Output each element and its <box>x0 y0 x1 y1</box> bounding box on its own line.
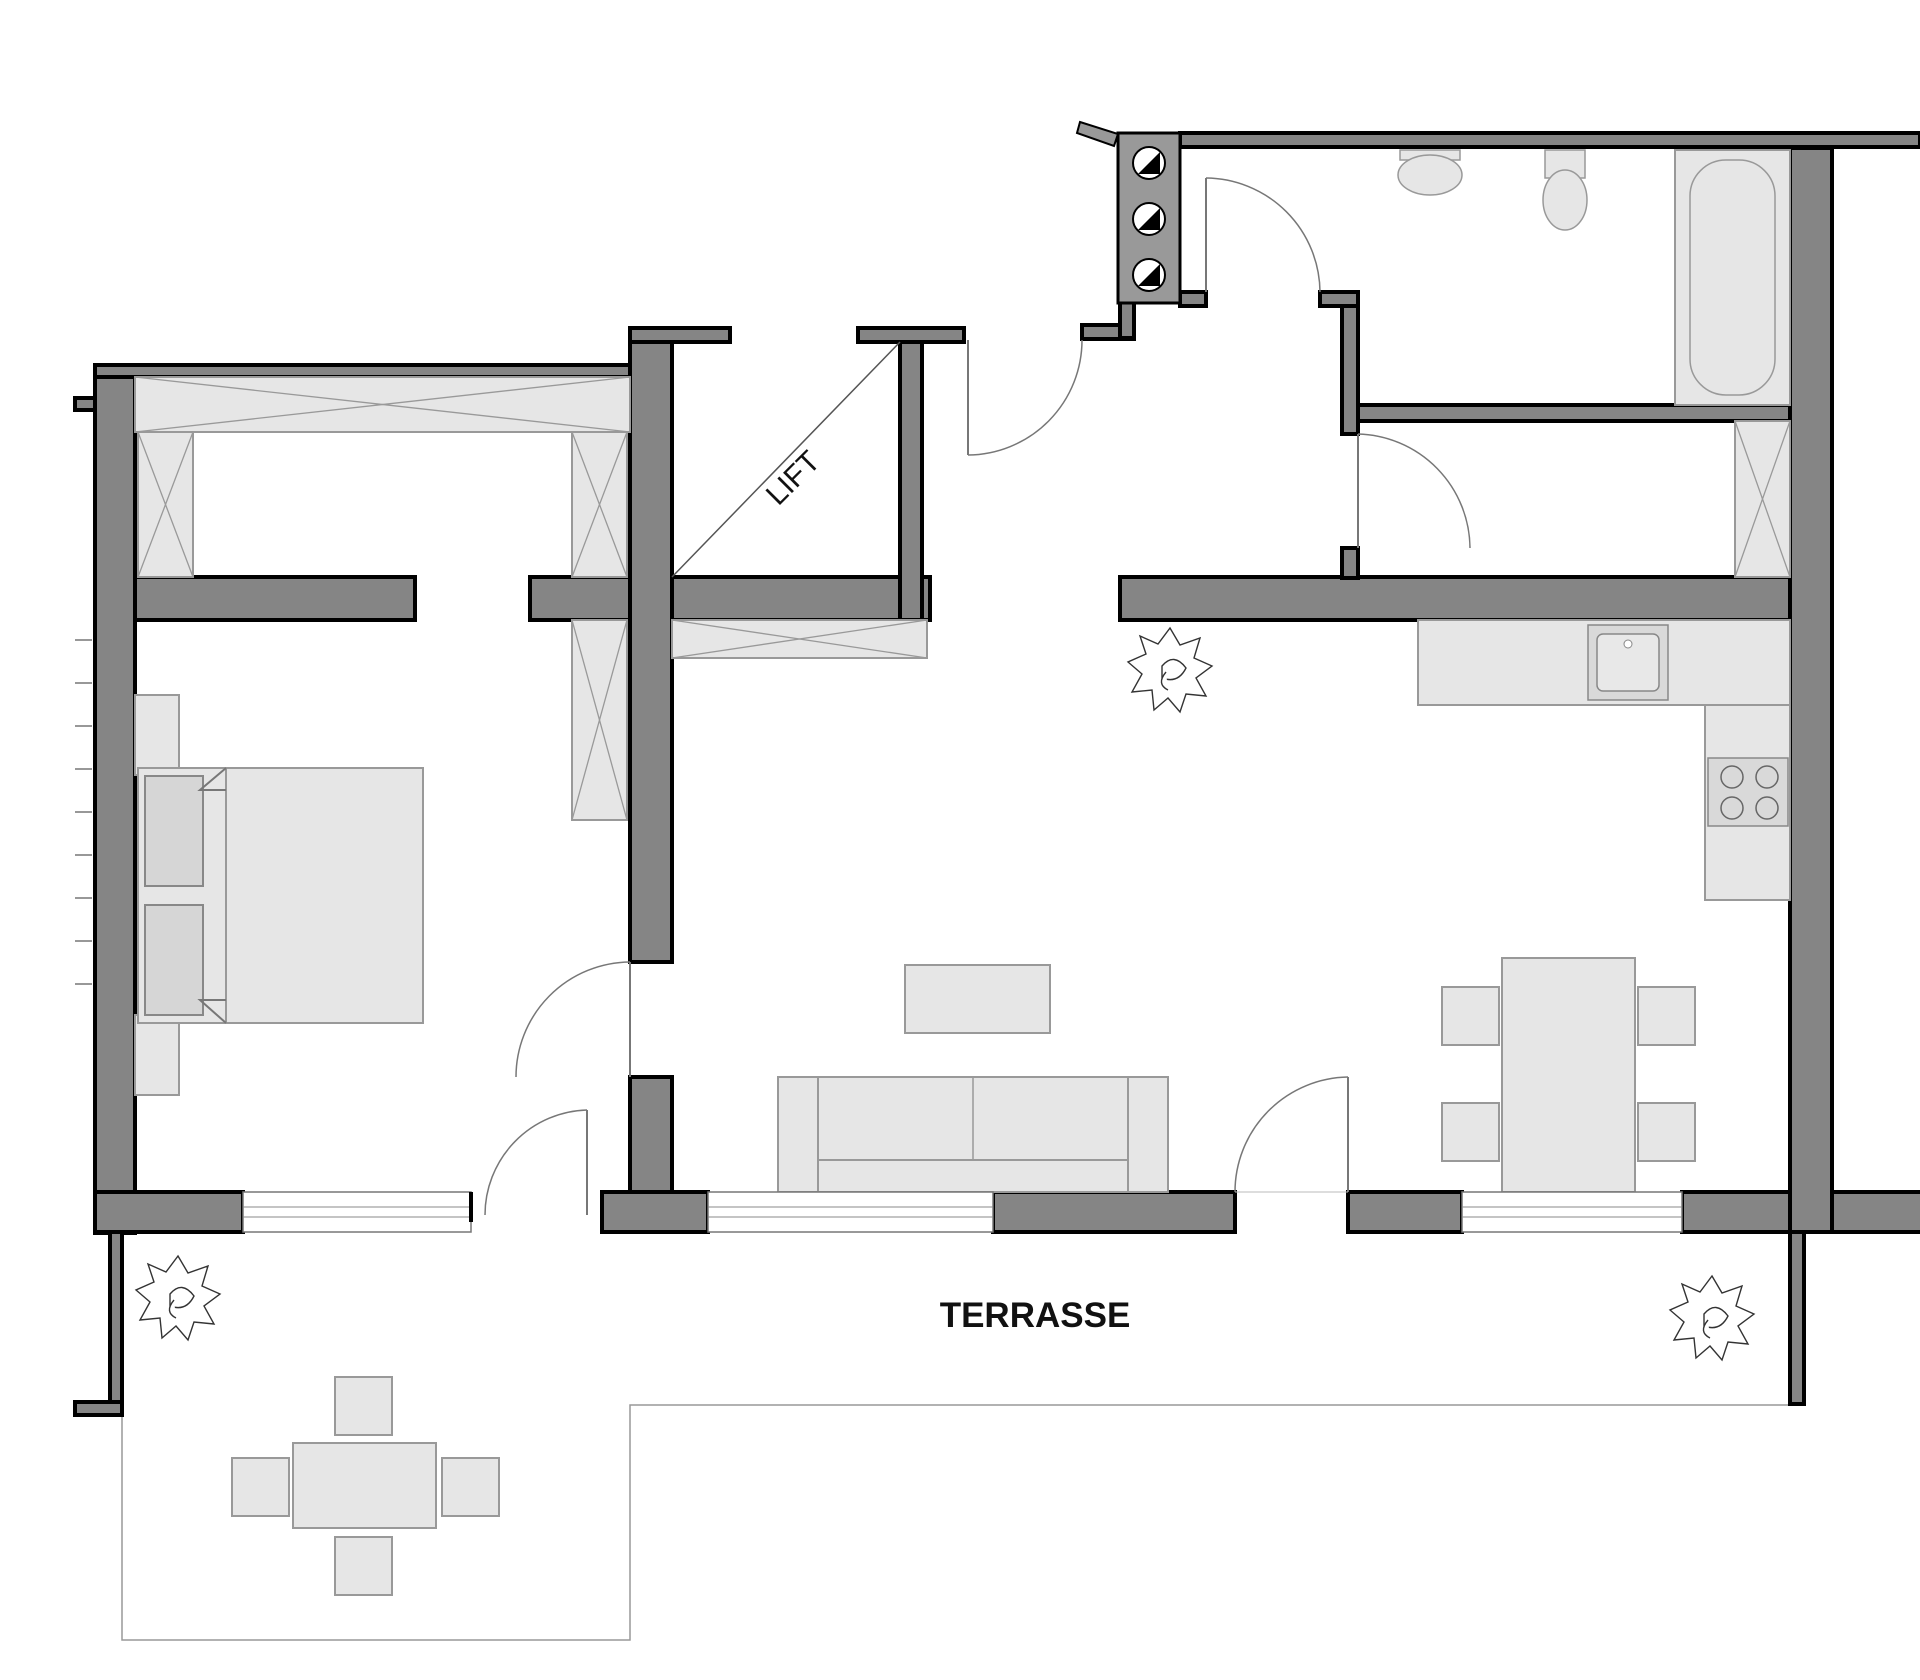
window-dining <box>1461 1191 1683 1233</box>
wall-right-lower-out <box>1830 1190 1920 1234</box>
chair <box>1441 986 1500 1046</box>
wall-right-terrace <box>1788 1230 1806 1406</box>
wall-lift-right <box>898 328 924 622</box>
wall-left-terrace <box>108 1230 124 1417</box>
door-swing-icon <box>515 961 631 1078</box>
wardrobes <box>134 376 1791 821</box>
nightstand-top <box>134 694 180 776</box>
window-living <box>707 1191 994 1233</box>
wall-central-vertical <box>628 328 674 964</box>
door-swing-icon <box>1234 1076 1349 1193</box>
window-bedroom <box>242 1191 472 1233</box>
door-swing-icon <box>1357 433 1471 549</box>
wall-bedroom-mid-left <box>133 575 417 622</box>
wall-kitchen-top <box>1118 575 1792 622</box>
window-left-ticks <box>75 639 92 985</box>
door-swing-icon <box>469 1109 588 1222</box>
sink-bathroom <box>1397 149 1463 196</box>
wall-bathroom-top <box>1178 131 1920 149</box>
toilet <box>1542 149 1588 231</box>
door-swing-icon <box>967 339 1083 456</box>
wall-living-bottom-1 <box>600 1190 710 1234</box>
duvet-fold-top <box>197 767 227 791</box>
dining-table <box>1501 957 1636 1193</box>
doors <box>469 177 1471 1222</box>
chair <box>1637 1102 1696 1162</box>
wall-bath-storage <box>1340 403 1792 423</box>
wall-right-outer <box>1788 146 1834 1234</box>
bathroom-fixtures <box>1397 149 1791 406</box>
lift: LIFT <box>671 341 901 578</box>
wall-storage-left-stub <box>1340 546 1360 580</box>
chair <box>441 1457 500 1517</box>
wall-lift-top-cap <box>856 326 966 344</box>
pillow-top <box>144 775 204 887</box>
lift-label: LIFT <box>760 445 827 512</box>
wall-hall-stub-v <box>1118 298 1136 340</box>
living-furniture <box>777 957 1696 1193</box>
terrace-furniture <box>231 1376 500 1596</box>
wall-bath-door-stub <box>1318 290 1360 308</box>
wall-bedroom-bottom <box>93 1190 245 1234</box>
plant-icon <box>1668 1274 1756 1362</box>
windows <box>75 639 1683 1233</box>
plant-icon <box>134 1254 222 1342</box>
chair <box>231 1457 290 1517</box>
wall-bedroom-left <box>93 363 137 1235</box>
wall-living-bottom-3 <box>1346 1190 1464 1234</box>
chair <box>334 1536 393 1596</box>
chimney-shaft-icon <box>1132 258 1166 292</box>
terrace-table <box>292 1442 437 1529</box>
chair <box>334 1376 393 1436</box>
door-swing-icon <box>1205 177 1321 293</box>
chair <box>1441 1102 1500 1162</box>
walls <box>73 131 1920 1417</box>
sofa <box>777 1076 1169 1193</box>
wall-bath-entry-stub <box>1178 290 1208 308</box>
wall-bedroom-mid-right <box>528 575 932 622</box>
cooktop <box>1707 757 1789 827</box>
duvet <box>225 767 424 1024</box>
wall-living-bottom-2 <box>991 1190 1237 1234</box>
chimney-shaft-icon <box>1132 202 1166 236</box>
bedroom-furniture <box>134 694 424 1096</box>
plant-icon <box>1126 626 1214 714</box>
kitchen-sink <box>1587 624 1669 701</box>
terrace-area <box>121 1232 1790 1641</box>
wall-bedroom-top <box>93 363 632 379</box>
chimney-shaft-icon <box>1132 146 1166 180</box>
wall-left-top-cap <box>73 396 97 412</box>
kitchen <box>1417 619 1791 901</box>
nightstand-bottom <box>134 1014 180 1096</box>
terrace-label: TERRASSE <box>940 1296 1131 1335</box>
chimney-shafts <box>1075 120 1182 305</box>
wall-central-top-cap <box>628 326 732 344</box>
wall-left-terrace-cap <box>73 1400 124 1417</box>
wall-bath-left-stub <box>1340 290 1360 436</box>
coffee-table <box>904 964 1051 1034</box>
dining-set <box>1441 957 1696 1193</box>
duvet-fold-bottom <box>197 999 227 1024</box>
chair <box>1637 986 1696 1046</box>
pillow-bottom <box>144 904 204 1016</box>
